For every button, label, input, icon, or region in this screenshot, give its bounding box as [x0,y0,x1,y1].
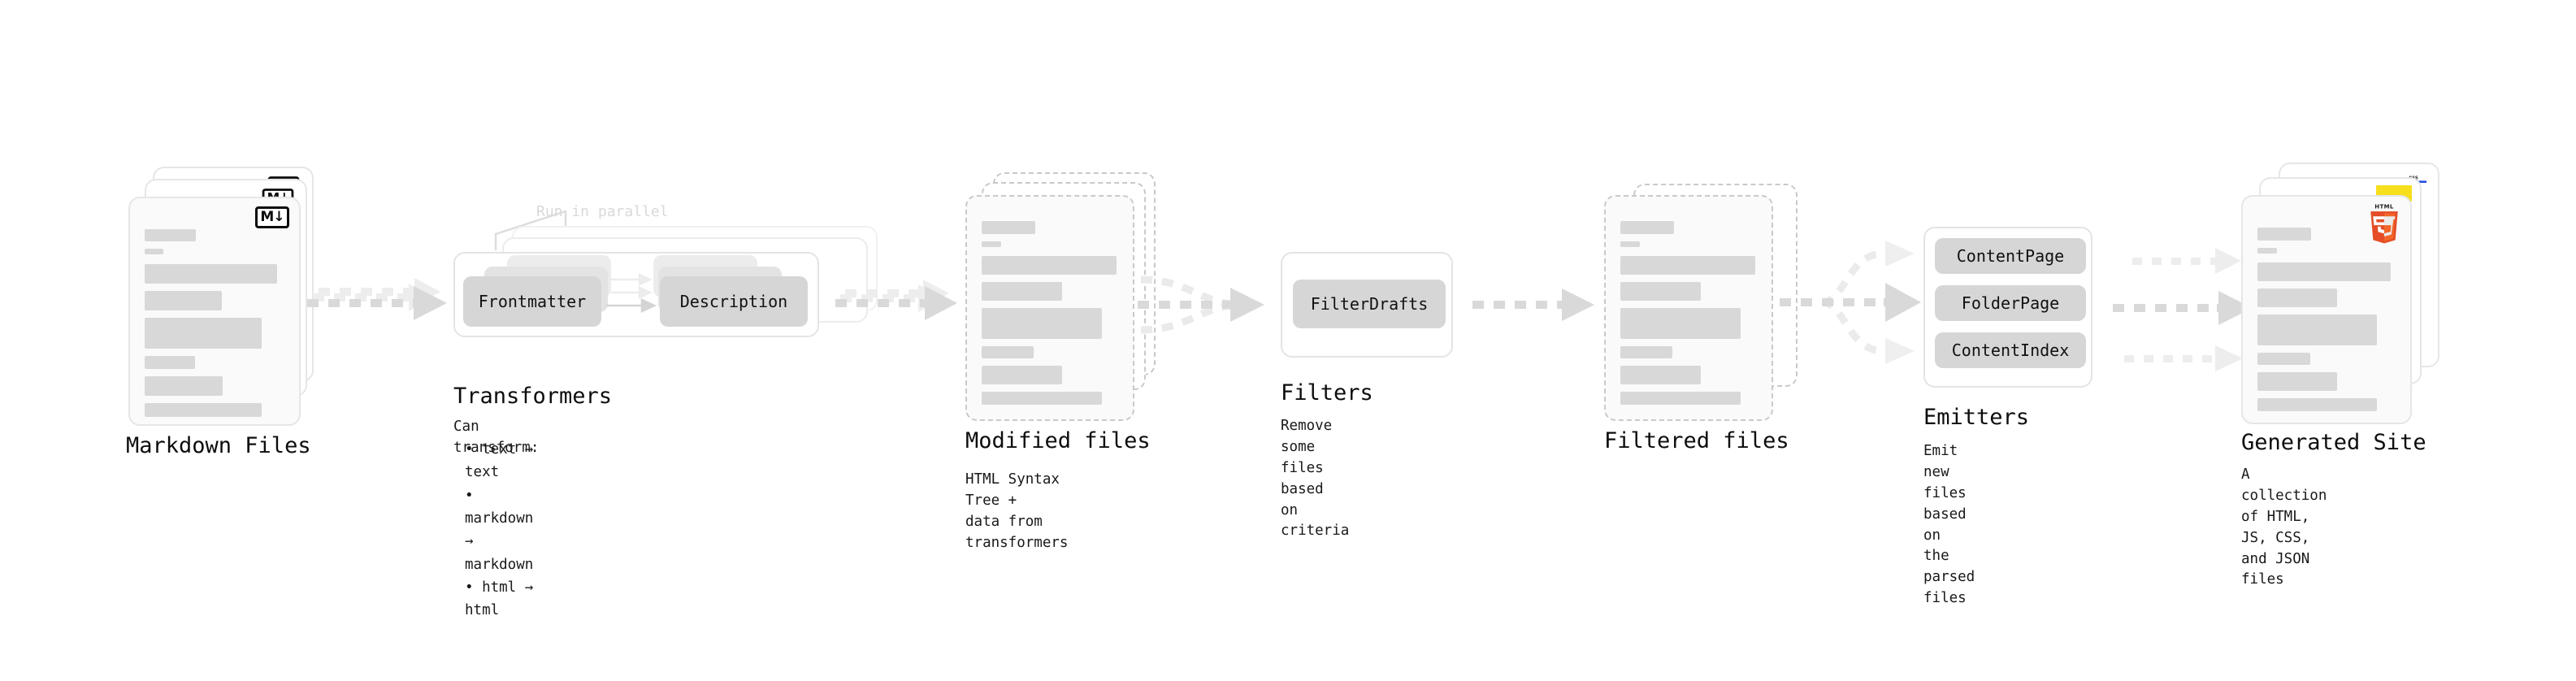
content-bar [145,229,196,241]
generated-site-subtitle: A collection of HTML, JS, CSS, and JSON … [2241,466,2327,588]
content-bar [2257,314,2377,345]
generated-site-title: Generated Site [2241,430,2426,455]
emitter-chip-folderpage[interactable]: FolderPage [1935,285,2086,321]
content-bar [1620,241,1640,247]
site-file-content [2257,228,2396,419]
content-bar [145,356,195,369]
content-bar [2257,398,2377,411]
bullet-item: • markdown → markdown [465,487,534,573]
bullet-item: • html → html [465,579,534,619]
arrow-filtered-to-emitters [1780,241,1921,364]
filters-title: Filters [1281,380,1373,406]
content-bar [145,249,163,254]
modified-file-content [982,221,1118,412]
content-bar [982,346,1034,358]
transformers-title: Transformers [453,384,613,409]
content-bar [982,392,1102,405]
arrow-emitters-to-site [2113,248,2253,371]
arrow-transformers-to-modified [835,280,957,320]
emitters-subtitle: Emit new files based on the parsed files [1923,443,1975,607]
content-bar [2257,353,2310,365]
html5-logo-icon: HTML [2370,203,2398,244]
transformer-chip-frontmatter[interactable]: Frontmatter [463,276,601,327]
content-bar [2257,372,2337,391]
emitter-chip-contentindex[interactable]: ContentIndex [1935,332,2086,368]
filtered-file-card-front [1604,195,1773,421]
run-in-parallel-label: Run in parallel [536,203,669,220]
content-bar [2257,228,2311,241]
markdown-file-content [145,229,284,424]
filtered-file-content [1620,221,1757,412]
content-bar [1620,221,1674,234]
content-bar [1620,256,1755,275]
modified-files-subtitle: HTML Syntax Tree + data from transformer… [965,471,1069,551]
markdown-files-title: Markdown Files [126,433,311,458]
transformers-internal-arrows [606,272,657,314]
arrow-filters-to-filtered [1472,288,1594,321]
svg-text:HTML: HTML [2374,203,2394,210]
content-bar [145,264,277,284]
content-bar [145,376,223,396]
markdown-file-card-front: M↓ [128,197,301,426]
content-bar [1620,282,1701,301]
markdown-badge: M↓ [255,206,289,228]
content-bar [1620,346,1672,358]
content-bar [982,282,1062,301]
content-bar [1620,308,1741,339]
filter-chip-filterdrafts[interactable]: FilterDrafts [1293,280,1446,328]
content-bar [145,403,262,417]
content-bar [982,366,1062,384]
content-bar [2257,262,2391,281]
filtered-files-title: Filtered files [1604,428,1789,453]
emitters-title: Emitters [1923,405,2030,430]
arrow-markdown-to-transformers [307,278,447,320]
arrow-modified-to-filters [1138,275,1264,334]
content-bar [982,256,1117,275]
modified-files-title: Modified files [965,428,1151,453]
content-bar [145,318,262,349]
content-bar [982,308,1102,339]
content-bar [1620,366,1701,384]
content-bar [1620,392,1741,405]
filters-subtitle: Remove some files based on criteria [1281,418,1350,540]
emitter-chip-contentpage[interactable]: ContentPage [1935,238,2086,274]
content-bar [982,221,1035,234]
bullet-item: • text → text [465,441,534,481]
transformers-subtitle: Can transform: [453,419,540,456]
run-in-parallel-bracket [494,210,567,250]
content-bar [2257,288,2337,307]
transformers-bullets: • text → text • markdown → markdown • ht… [453,438,533,622]
transformer-chip-description[interactable]: Description [660,276,808,327]
content-bar [2257,248,2277,254]
content-bar [982,241,1001,247]
modified-file-card-front [965,195,1134,421]
site-file-card-html: HTML [2241,195,2412,424]
content-bar [145,291,222,310]
